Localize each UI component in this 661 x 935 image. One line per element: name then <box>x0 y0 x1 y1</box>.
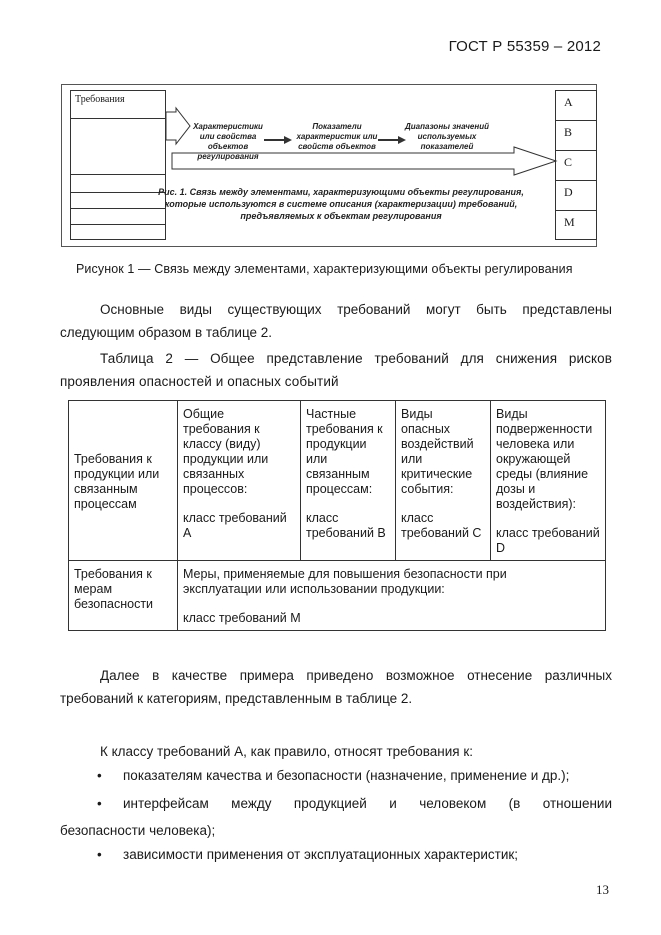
requirements-header-cell: Требования <box>71 91 165 119</box>
arrow-small-1 <box>264 136 292 144</box>
class-cell-a: A <box>556 91 596 121</box>
figure-inner-caption: Рис. 1. Связь между элементами, характер… <box>158 187 524 221</box>
cell-description: Частные требования к продукции или связа… <box>306 407 383 496</box>
flow-label-characteristics: Характеристики или свойства объектов рег… <box>193 122 263 161</box>
table-cell-class-c: Виды опасных воздействий или критические… <box>395 400 491 561</box>
requirements-label: Требования <box>75 94 125 105</box>
cell-text: Требования к мерам безопасности <box>74 567 154 611</box>
cell-description: Виды подверженности человека или окружаю… <box>496 407 593 511</box>
flow-label-ranges: Диапазоны значений используемых показате… <box>405 122 489 151</box>
cell-class-label: класс требований В <box>306 511 386 540</box>
page-number: 13 <box>596 882 609 897</box>
figure-arrows <box>165 106 558 176</box>
requirements-cell <box>71 175 165 193</box>
table-cell-product-requirements: Требования к продукции или связанным про… <box>68 400 178 561</box>
table-cell-class-a: Общие требования к классу (виду) продукц… <box>177 400 301 561</box>
bullet-dependency: зависимости применения от эксплуатационн… <box>123 847 519 862</box>
cell-class-label: класс требований А <box>183 511 287 540</box>
document-header: ГОСТ Р 55359 – 2012 <box>448 38 601 55</box>
paragraph-class-a-intro: К классу требований А, как правило, отно… <box>100 744 473 759</box>
table-cell-class-m: Меры, применяемые для повышения безопасн… <box>177 560 606 631</box>
table-row: Требования к мерам безопасности Меры, пр… <box>68 560 606 631</box>
class-cell-b: B <box>556 121 596 151</box>
table-cell-safety-measures: Требования к мерам безопасности <box>68 560 178 631</box>
cell-description: Общие требования к классу (виду) продукц… <box>183 407 269 496</box>
arrow-to-class-c <box>171 146 558 176</box>
bullet-marker: • <box>97 796 102 811</box>
cell-class-label: класс требований D <box>496 526 600 555</box>
cell-class-label: класс требований М <box>183 611 301 625</box>
paragraph-example: Далее в качестве примера приведено возмо… <box>60 668 612 706</box>
bullet-interfaces-continued: безопасности человека); <box>60 823 216 838</box>
bullet-marker: • <box>97 768 102 783</box>
class-column: A B C D M <box>555 90 597 240</box>
table-row: Требования к продукции или связанным про… <box>68 400 606 561</box>
table-title: Таблица 2 — Общее представление требован… <box>60 351 612 389</box>
arrow-small-2 <box>378 136 406 144</box>
flow-label-indicators: Показатели характеристик или свойств объ… <box>296 122 378 151</box>
requirements-cell <box>71 119 165 175</box>
cell-description: Виды опасных воздействий или критические… <box>401 407 474 496</box>
table-cell-class-d: Виды подверженности человека или окружаю… <box>490 400 606 561</box>
class-cell-c: C <box>556 151 596 181</box>
class-cell-m: M <box>564 215 575 229</box>
arrow-to-characteristics <box>165 106 191 146</box>
bullet-interfaces: интерфейсам между продукцией и человеком… <box>123 796 612 811</box>
table-cell-class-b: Частные требования к продукции или связа… <box>300 400 396 561</box>
requirements-cell <box>71 209 165 225</box>
figure-caption: Рисунок 1 — Связь между элементами, хара… <box>76 262 573 276</box>
cell-description: Меры, применяемые для повышения безопасн… <box>183 567 507 596</box>
requirements-cell <box>71 193 165 209</box>
class-cell-d: D <box>556 181 596 211</box>
cell-class-label: класс требований С <box>401 511 482 540</box>
requirements-column: Требования <box>70 90 166 240</box>
paragraph-main-types: Основные виды существующих требований мо… <box>60 302 612 340</box>
cell-text: Требования к продукции или связанным про… <box>74 451 160 511</box>
bullet-quality: показателям качества и безопасности (наз… <box>123 768 570 783</box>
requirements-table: Требования к продукции или связанным про… <box>68 400 606 631</box>
bullet-marker: • <box>97 847 102 862</box>
